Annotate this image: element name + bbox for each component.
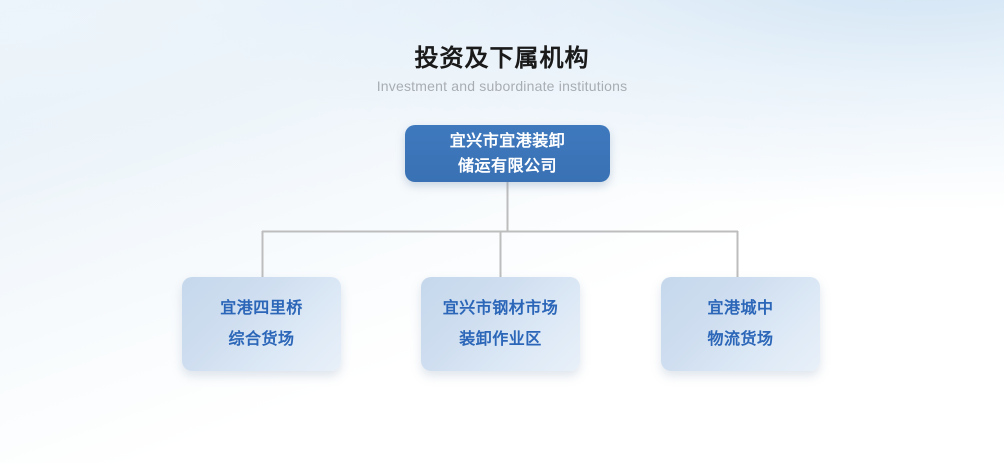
page-subtitle: Investment and subordinate institutions <box>376 78 628 94</box>
org-node-root[interactable]: 宜兴市宜港装卸 储运有限公司 <box>405 125 610 182</box>
page-heading: 投资及下属机构 Investment and subordinate insti… <box>0 44 1004 95</box>
org-node-child-1-line-2: 综合货场 <box>228 331 295 348</box>
org-node-child-1[interactable]: 宜港四里桥 综合货场 <box>182 277 341 371</box>
org-node-child-2[interactable]: 宜兴市钢材市场 装卸作业区 <box>421 277 580 371</box>
org-node-child-3[interactable]: 宜港城中 物流货场 <box>661 277 820 371</box>
org-node-root-line-1: 宜兴市宜港装卸 <box>449 132 566 150</box>
org-node-child-3-line-1: 宜港城中 <box>707 300 774 317</box>
org-node-child-2-line-2: 装卸作业区 <box>459 331 542 348</box>
org-node-child-3-line-2: 物流货场 <box>707 331 774 348</box>
org-node-child-2-line-1: 宜兴市钢材市场 <box>442 300 559 317</box>
page-title: 投资及下属机构 <box>414 45 590 72</box>
org-node-child-1-line-1: 宜港四里桥 <box>220 300 303 317</box>
org-node-root-line-2: 储运有限公司 <box>457 157 557 175</box>
